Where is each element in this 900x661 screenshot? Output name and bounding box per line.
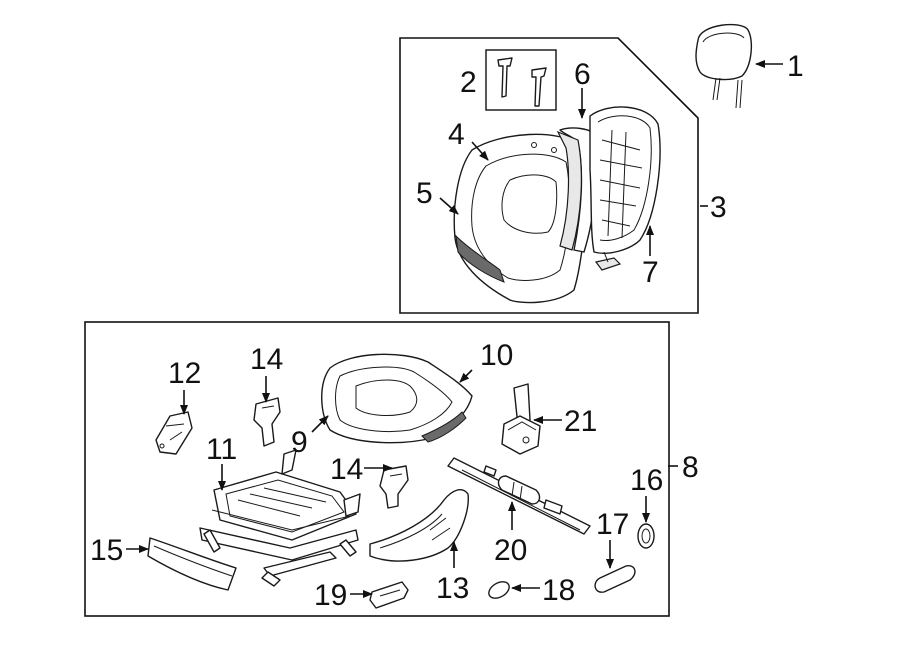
callout-18: 18	[542, 574, 575, 607]
callout-14a: 14	[250, 343, 283, 376]
callout-16: 16	[630, 464, 663, 497]
callout-6: 6	[574, 58, 591, 91]
callout-9: 9	[291, 426, 308, 459]
callout-15: 15	[90, 534, 123, 567]
bracket-12	[155, 411, 193, 455]
callout-2: 2	[460, 66, 477, 99]
seat-track-motor	[447, 457, 591, 535]
callout-3: 3	[710, 191, 727, 224]
callout-8: 8	[682, 451, 699, 484]
front-trim	[147, 537, 237, 591]
callout-1: 1	[787, 50, 804, 83]
seat-cushion-frame	[199, 449, 361, 587]
headrest-guides	[485, 49, 557, 111]
side-shield	[369, 489, 469, 562]
leader-lines	[126, 60, 783, 598]
seat-back-cover	[453, 133, 587, 304]
seat-cushion-group-box	[84, 321, 670, 617]
bracket-14-lower	[379, 465, 409, 509]
knob-16	[637, 523, 655, 549]
callout-10: 10	[480, 339, 513, 372]
bracket-19	[369, 581, 409, 609]
callout-4: 4	[448, 118, 465, 151]
bracket-14-upper	[253, 397, 281, 447]
callout-20: 20	[494, 534, 527, 567]
callout-11: 11	[206, 433, 237, 466]
callout-17: 17	[596, 508, 629, 541]
callout-14b: 14	[330, 453, 363, 486]
callout-19: 19	[314, 579, 347, 612]
callout-13: 13	[436, 572, 469, 605]
knob-18	[488, 581, 510, 599]
seat-back-group-box	[399, 37, 699, 314]
seat-back-frame	[589, 106, 661, 271]
callout-5: 5	[416, 177, 433, 210]
knob-17	[594, 565, 636, 593]
callout-12: 12	[168, 357, 201, 390]
headrest	[695, 23, 753, 109]
switch-module	[501, 383, 541, 455]
callout-7: 7	[642, 256, 659, 289]
seat-cushion	[321, 353, 473, 444]
callout-21: 21	[564, 405, 597, 438]
